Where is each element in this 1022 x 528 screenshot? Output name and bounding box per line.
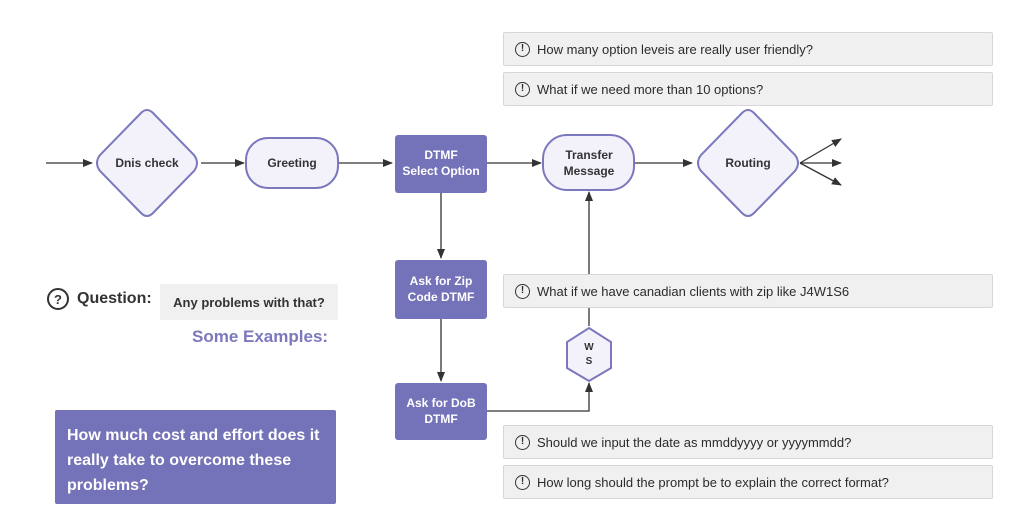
ask-dob-label-line2: DTMF [424,412,457,426]
cost-effort-callout: How much cost and effort does it really … [55,410,336,504]
greeting-node: Greeting [245,137,339,189]
warning-icon: ! [515,434,530,450]
ws-label-line2: S [586,356,593,367]
ws-label-line1: W [584,342,594,353]
dnis-check-node: Dnis check [96,109,198,217]
examples-label: Some Examples: [192,327,329,346]
dtmf-select-node: DTMF Select Option [395,135,487,193]
warning-icon: ! [515,474,530,490]
warning-icon: ! [515,81,530,97]
transfer-message-node: Transfer Message [542,134,635,191]
note-option-levels: ! How many option leveis are really user… [503,32,993,66]
ask-zip-node: Ask for Zip Code DTMF [395,260,487,319]
dnis-check-label: Dnis check [115,156,179,170]
ask-zip-label-line1: Ask for Zip [410,274,473,288]
note-more-options-text: What if we need more than 10 options? [537,81,764,97]
question-heading: ? Question: [47,288,152,310]
note-date-format: ! Should we input the date as mmddyyyy o… [503,425,993,459]
routing-node: Routing [697,109,799,217]
note-more-options: ! What if we need more than 10 options? [503,72,993,106]
question-label-text: Question: [77,290,152,307]
note-canadian-zip: ! What if we have canadian clients with … [503,274,993,308]
dtmf-select-label-line2: Select Option [402,164,479,178]
transfer-message-label-line2: Message [564,164,615,178]
warning-icon: ! [515,41,530,57]
routing-label: Routing [725,156,770,170]
note-canadian-zip-text: What if we have canadian clients with zi… [537,283,850,299]
question-text-box: Any problems with that? [160,284,338,320]
transfer-message-label-line1: Transfer [565,148,613,162]
ask-dob-node: Ask for DoB DTMF [395,383,487,440]
question-text: Any problems with that? [173,294,325,310]
question-icon: ? [47,288,69,310]
note-option-levels-text: How many option leveis are really user f… [537,41,814,57]
warning-icon: ! [515,283,530,299]
greeting-label: Greeting [267,156,316,170]
arrow-dob-to-ws [487,382,593,412]
arrow-routing-out-3 [799,162,842,186]
note-prompt-length-text: How long should the prompt be to explain… [537,474,889,490]
ask-zip-label-line2: Code DTMF [408,290,475,304]
note-date-format-text: Should we input the date as mmddyyyy or … [537,434,852,450]
ws-hexagon-node: W S [566,326,612,383]
arrow-routing-out-1 [799,138,842,164]
dtmf-select-label-line1: DTMF [424,148,457,162]
ask-dob-label-line1: Ask for DoB [406,396,476,410]
note-prompt-length: ! How long should the prompt be to expla… [503,465,993,499]
